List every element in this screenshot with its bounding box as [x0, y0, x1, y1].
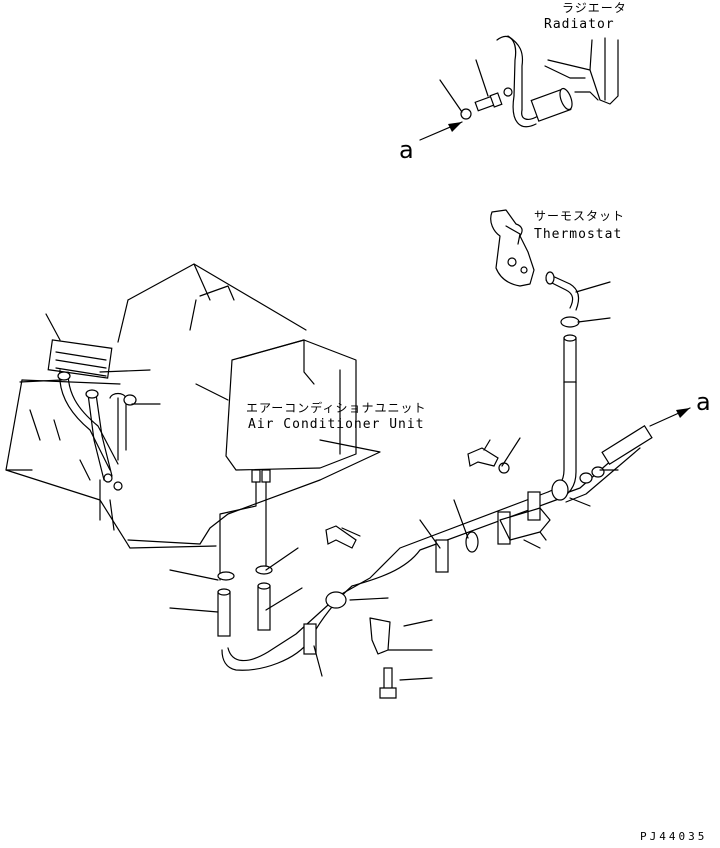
- aircon-back-panel: [117, 263, 381, 545]
- thermostat-clamp: [560, 316, 611, 328]
- heater-duct-block: [5, 339, 217, 549]
- arrow-a-top: [419, 121, 463, 141]
- aircon-label-en: Air Conditioner Unit: [248, 417, 425, 432]
- aircon-unit: [225, 339, 357, 471]
- thermostat-label-en: Thermostat: [534, 227, 622, 242]
- clamp-bracket-plate: [499, 507, 551, 541]
- vertical-hose-right: [547, 334, 577, 501]
- arrow-a-right-label: a: [696, 388, 711, 416]
- radiator-valve: [460, 87, 513, 120]
- bolts: [325, 447, 510, 699]
- leader-lines: [19, 313, 619, 681]
- radiator-label-jp: ラジエータ: [562, 1, 627, 15]
- radiator-label-en: Radiator: [544, 17, 615, 32]
- vertical-hoses-left: [217, 565, 273, 637]
- radiator-hose: [496, 35, 573, 128]
- thermostat-elbow: [545, 271, 611, 311]
- aircon-outlets: [219, 469, 271, 581]
- thermostat-label-jp: サーモスタット: [534, 209, 625, 223]
- hose-clamps: [303, 479, 569, 655]
- thermostat-housing: [490, 209, 535, 287]
- radiator-leader-lines: [439, 59, 489, 113]
- arrow-a-top-label: a: [399, 136, 414, 164]
- arrow-a-right: [649, 407, 691, 427]
- drawing-code: PJ44035: [640, 830, 707, 843]
- hose-to-aircon: [579, 424, 653, 484]
- aircon-label-jp: エアーコンディショナユニット: [246, 400, 426, 415]
- radiator-assembly: [544, 37, 619, 105]
